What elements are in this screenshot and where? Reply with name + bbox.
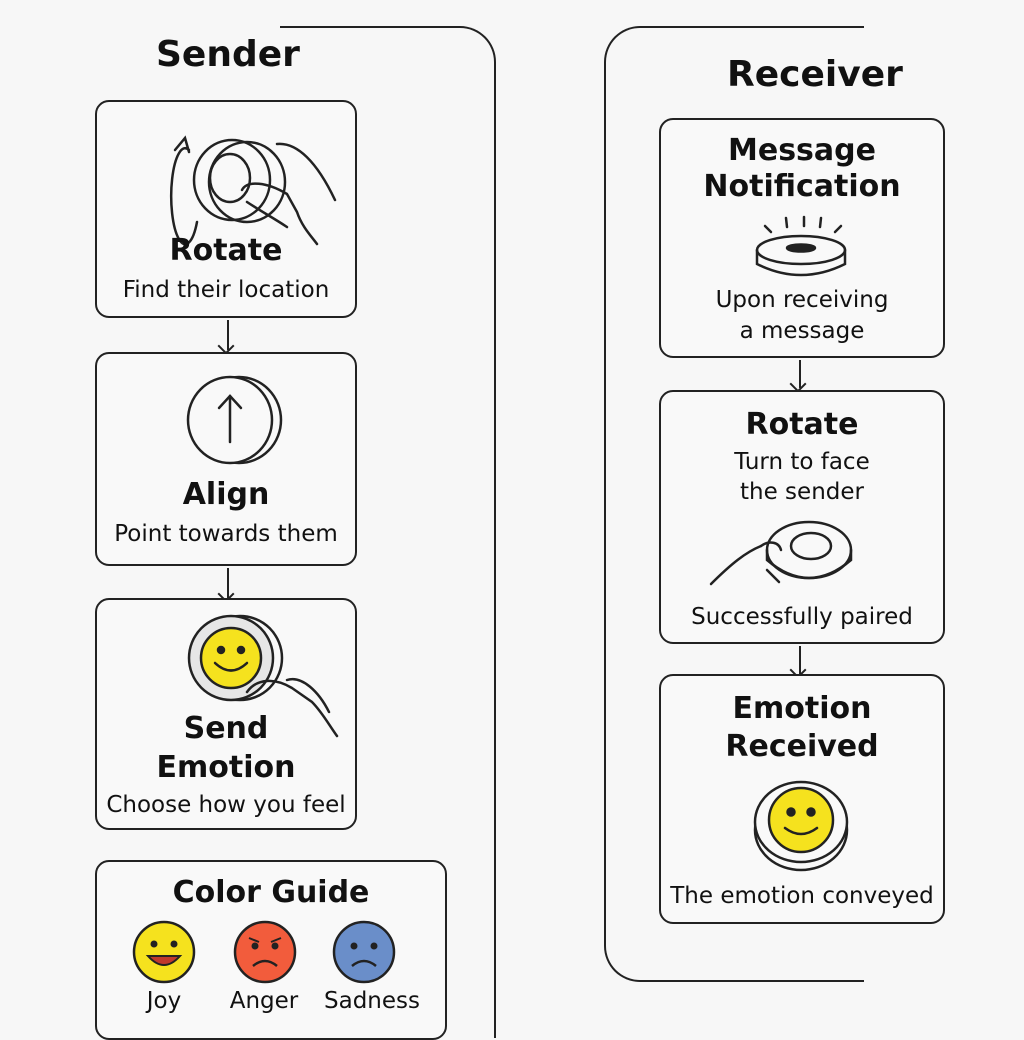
- up-arrow-disc-icon: [186, 375, 283, 465]
- sender-step-align: Align Point towards them: [95, 352, 357, 566]
- receiver-step-caption: Successfully paired: [691, 604, 913, 630]
- receiver-step-rotate: Rotate Turn to face the sender Successfu…: [659, 390, 945, 644]
- color-guide-label-joy: Joy: [146, 988, 182, 1014]
- sender-step-title-line1: Send: [183, 711, 269, 746]
- flow-arrow: [227, 568, 229, 598]
- smiley-disc-icon: [753, 780, 849, 872]
- receiver-step-subtitle-line1: Turn to face: [734, 449, 870, 475]
- receiver-step-notification: Message Notification Upon receiving a me…: [659, 118, 945, 358]
- sender-step-title: Align: [182, 477, 270, 512]
- sender-lane-title: Sender: [156, 34, 300, 75]
- receiver-step-emotion-received: Emotion Received The emotion conveyed: [659, 674, 945, 924]
- angry-face-icon: [233, 920, 297, 984]
- receiver-step-subtitle-line2: a message: [739, 318, 865, 344]
- receiver-step-title-line1: Emotion: [732, 691, 872, 726]
- receiver-step-title-line2: Notification: [703, 169, 901, 204]
- receiver-step-title-line1: Message: [728, 133, 876, 168]
- happy-face-icon: [132, 920, 196, 984]
- sender-step-title-line2: Emotion: [156, 750, 296, 785]
- receiver-lane-border: [604, 26, 864, 982]
- sender-step-subtitle: Choose how you feel: [106, 792, 346, 818]
- receiver-step-caption: The emotion conveyed: [670, 883, 934, 909]
- sender-step-rotate: Rotate Find their location: [95, 100, 357, 318]
- color-guide: Color Guide Joy Anger Sadness: [95, 860, 447, 1040]
- receiver-step-subtitle-line1: Upon receiving: [715, 287, 889, 313]
- receiver-step-title-line2: Received: [725, 729, 879, 764]
- color-guide-title: Color Guide: [172, 875, 370, 910]
- sender-lane-border: [280, 26, 496, 1038]
- sender-step-title: Rotate: [169, 233, 283, 268]
- receiver-lane-title: Receiver: [727, 54, 903, 95]
- glowing-disc-icon: [755, 215, 847, 277]
- sender-step-send-emotion: Send Emotion Choose how you feel: [95, 598, 357, 830]
- sender-step-subtitle: Find their location: [122, 277, 330, 303]
- flow-arrow: [799, 646, 801, 674]
- hand-turning-ring-icon: [709, 520, 853, 586]
- receiver-step-subtitle-line2: the sender: [740, 479, 864, 505]
- flow-arrow: [799, 360, 801, 388]
- sender-step-subtitle: Point towards them: [114, 521, 338, 547]
- sad-face-icon: [332, 920, 396, 984]
- color-guide-label-sadness: Sadness: [324, 988, 420, 1014]
- pressing-smiley-disc-icon: [187, 614, 339, 738]
- color-guide-label-anger: Anger: [229, 988, 299, 1014]
- hand-rotating-disc-icon: [169, 135, 337, 246]
- receiver-step-title: Rotate: [745, 407, 859, 442]
- flow-arrow: [227, 320, 229, 350]
